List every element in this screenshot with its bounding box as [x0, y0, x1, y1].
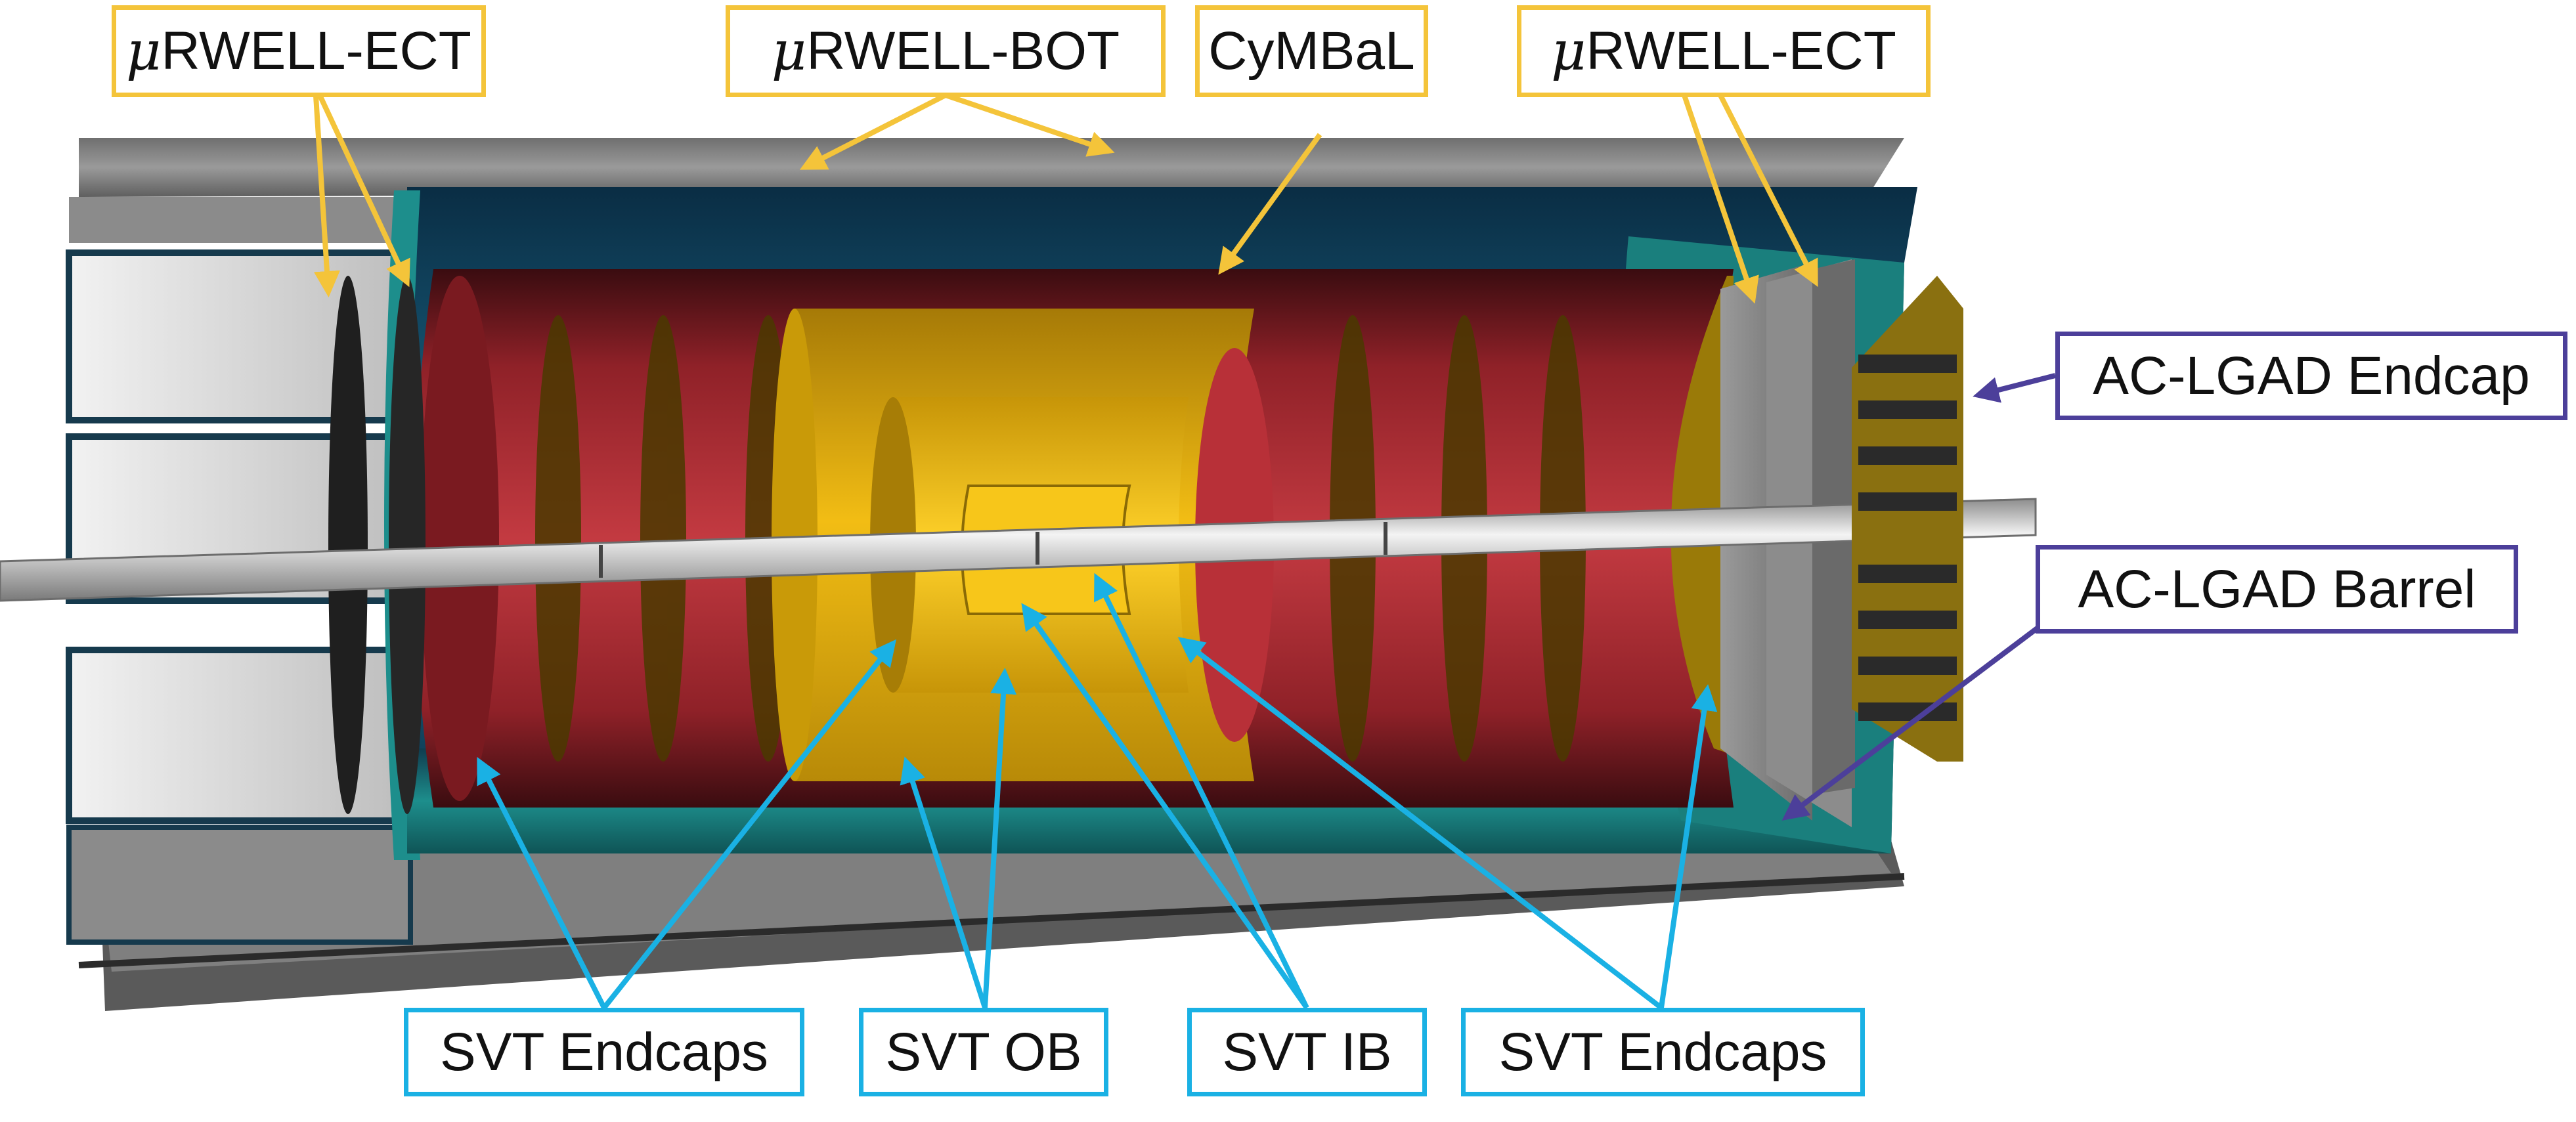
label-text: SVT OB	[885, 1022, 1082, 1082]
label-svt-endcaps-right: SVT Endcaps	[1461, 1008, 1865, 1096]
label-text: SVT Endcaps	[440, 1022, 768, 1082]
left-urwell-disks	[328, 276, 426, 814]
label-cymbal: CyMBaL	[1195, 5, 1428, 97]
label-svt-endcaps-left: SVT Endcaps	[404, 1008, 804, 1096]
label-text: CyMBaL	[1208, 21, 1415, 81]
label-text: SVT Endcaps	[1498, 1022, 1827, 1082]
label-text: AC-LGAD Endcap	[2093, 345, 2530, 406]
aclgad-endcap	[1852, 276, 1963, 762]
label-text: RWELL-ECT	[161, 21, 471, 81]
label-text: AC-LGAD Barrel	[2078, 559, 2476, 619]
label-svt-ib: SVT IB	[1187, 1008, 1427, 1096]
beam-pipe	[0, 498, 2037, 602]
mu-prefix: μ	[126, 20, 162, 83]
mu-prefix: μ	[1551, 20, 1586, 83]
label-text: RWELL-ECT	[1586, 21, 1896, 81]
label-text: SVT IB	[1222, 1022, 1392, 1082]
outer-shell	[78, 138, 1905, 1011]
label-aclgad-endcap: AC-LGAD Endcap	[2055, 332, 2567, 420]
mu-prefix: μ	[771, 20, 807, 83]
label-svt-ob: SVT OB	[859, 1008, 1108, 1096]
label-text: RWELL-BOT	[806, 21, 1120, 81]
callout-arrows	[313, 84, 2056, 1010]
label-aclgad-barrel: AC-LGAD Barrel	[2036, 545, 2518, 634]
